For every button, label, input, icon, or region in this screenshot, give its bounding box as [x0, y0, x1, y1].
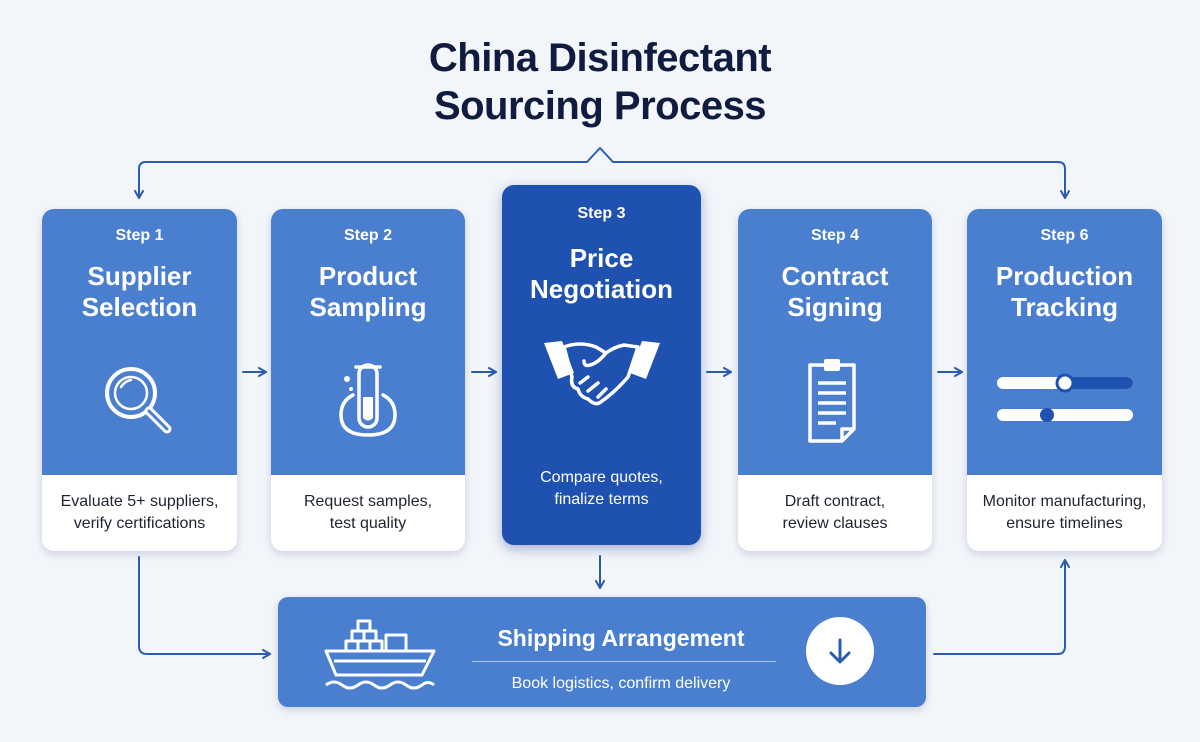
title-line-1: China Disinfectant	[428, 36, 772, 80]
shipping-action-button[interactable]	[806, 617, 874, 685]
step-description: Evaluate 5+ suppliers,verify certificati…	[42, 475, 237, 551]
shipping-divider	[472, 661, 776, 662]
cargo-ship-icon	[324, 619, 436, 690]
step-label: Step 2	[343, 227, 392, 244]
step-label: Step 4	[810, 227, 859, 244]
shipping-box: Shipping Arrangement Book logistics, con…	[278, 597, 926, 707]
step-description: Monitor manufacturing,ensure timelines	[967, 475, 1162, 551]
shipping-description: Book logistics, confirm delivery	[511, 675, 731, 692]
progress-sliders-icon	[996, 373, 1133, 422]
shipping-title: Shipping Arrangement	[497, 625, 745, 651]
step-description: Request samples,test quality	[271, 475, 465, 551]
title-line-2: Sourcing Process	[433, 84, 767, 128]
step-label: Step 3	[577, 205, 626, 222]
step-label: Step 1	[115, 227, 164, 244]
top-loop-right	[612, 161, 1070, 199]
top-loop-left	[134, 161, 588, 199]
top-loop-peak	[586, 147, 614, 163]
handshake-icon	[543, 341, 660, 406]
magnifier-icon	[104, 367, 171, 434]
step-label: Step 6	[1040, 227, 1089, 244]
page-title: China Disinfectant Sourcing Process	[0, 34, 1200, 130]
clipboard-icon	[808, 359, 856, 443]
test-tube-icon	[339, 363, 397, 437]
step-description: Compare quotes,finalize terms	[540, 469, 663, 508]
step-description: Draft contract,review clauses	[738, 475, 932, 551]
arrow-1-shipping	[138, 556, 271, 659]
arrow-down-icon	[829, 638, 851, 664]
arrow-shipping-6	[933, 559, 1070, 655]
